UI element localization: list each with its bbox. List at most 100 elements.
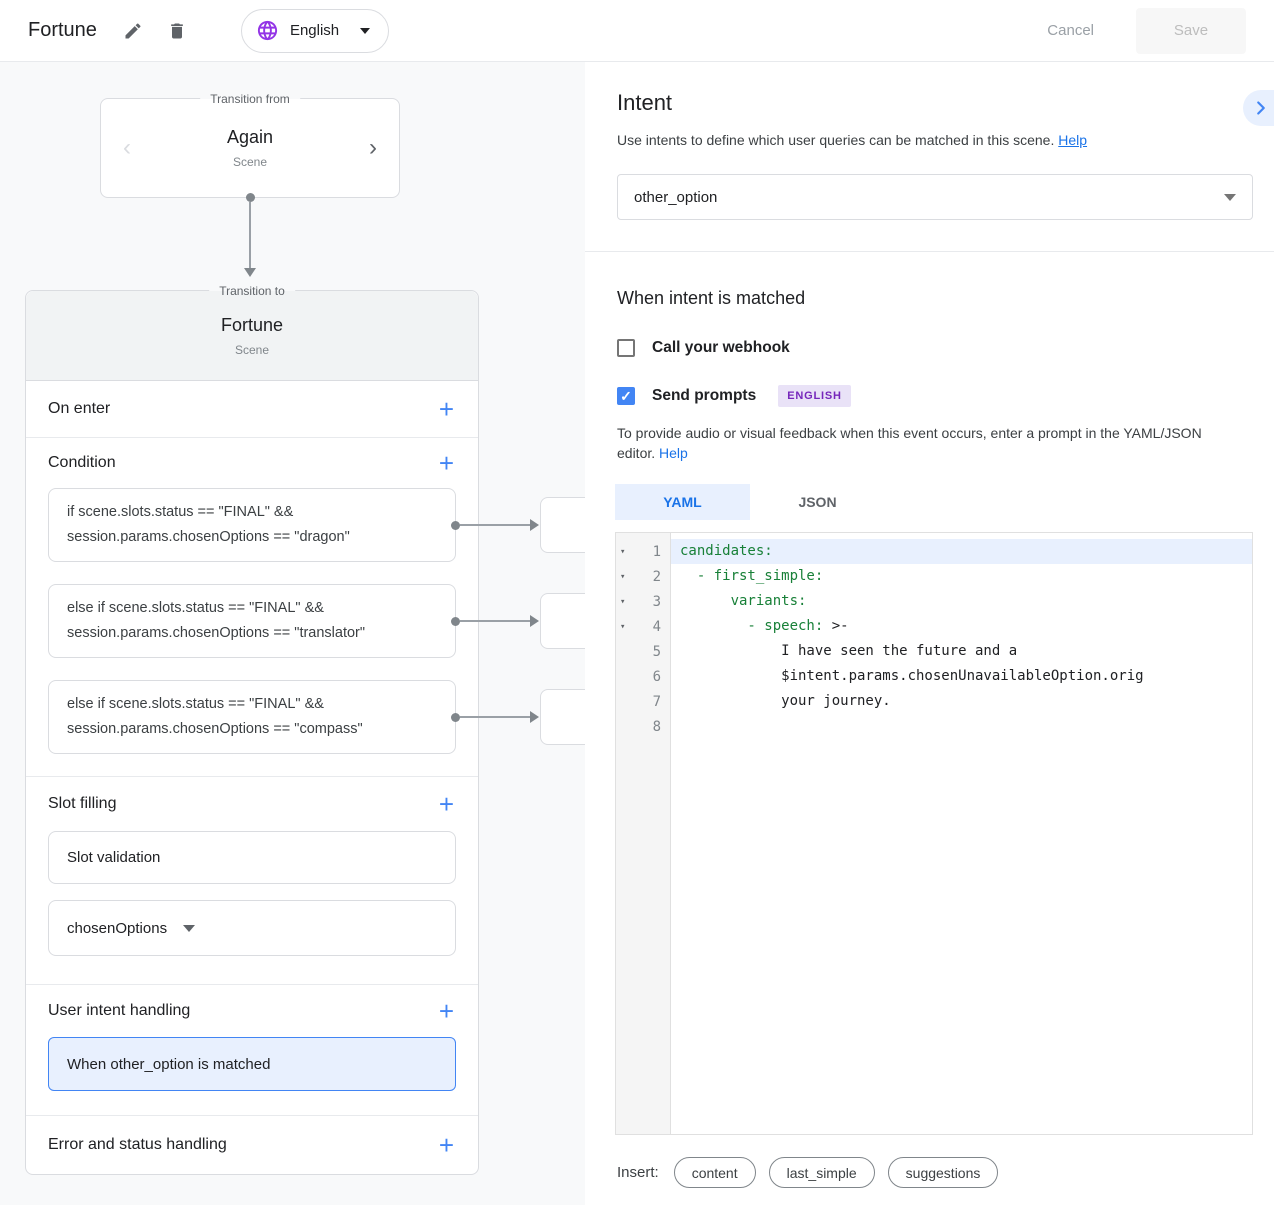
chevron-left-icon[interactable]: ‹ (115, 132, 139, 164)
gutter-line: ▾2 (616, 564, 670, 589)
intent-panel-title: Intent (617, 90, 673, 115)
gutter-line: ▾4 (616, 614, 670, 639)
condition-box[interactable]: else if scene.slots.status == "FINAL" &&… (48, 584, 456, 658)
add-on-enter-button[interactable]: + (433, 394, 460, 424)
slot-select[interactable]: chosenOptions (48, 900, 456, 956)
webhook-label[interactable]: Call your webhook (652, 339, 790, 356)
arrow-right-icon (530, 711, 539, 723)
on-enter-label: On enter (48, 400, 111, 417)
language-label: English (289, 22, 340, 39)
language-badge: ENGLISH (778, 385, 851, 407)
delete-scene-button[interactable] (161, 15, 193, 47)
transition-target-box[interactable] (540, 593, 585, 649)
intent-dropdown-value: other_option (634, 188, 718, 206)
insert-chip-button[interactable]: suggestions (887, 1157, 999, 1188)
line-number: 5 (652, 643, 661, 660)
gutter-line: 8 (616, 714, 670, 739)
edit-scene-button[interactable] (117, 15, 149, 47)
transition-to-legend: Transition to (209, 282, 295, 300)
code-token: >- (823, 618, 849, 634)
line-number: 1 (652, 543, 661, 560)
add-condition-button[interactable]: + (433, 448, 460, 478)
caret-down-icon (360, 27, 371, 34)
fold-caret-icon[interactable]: ▾ (620, 546, 626, 557)
collapse-panel-button[interactable] (1243, 90, 1274, 126)
transition-to-card: Transition to Fortune Scene On enter + C… (25, 282, 585, 1175)
gutter-line: ▾1 (616, 539, 670, 564)
send-prompts-label[interactable]: Send prompts (652, 387, 757, 404)
transition-connector (451, 519, 539, 531)
transition-target-box[interactable] (540, 689, 585, 745)
connector-line (460, 524, 530, 526)
transition-from-card: Transition from ‹ Again Scene › (100, 90, 400, 198)
tab-json[interactable]: JSON (750, 484, 885, 520)
connector-dot (451, 616, 460, 626)
prompt-hint: To provide audio or visual feedback when… (617, 423, 1242, 463)
code-line: variants: (671, 589, 1252, 614)
connector-line (249, 202, 251, 268)
condition-line: else if scene.slots.status == "FINAL" && (67, 600, 324, 616)
top-bar: Fortune English Cancel Save (0, 0, 1274, 62)
gutter-line: ▾3 (616, 589, 670, 614)
section-error-handling: Error and status handling + (26, 1115, 478, 1174)
connector-line (460, 620, 530, 622)
add-error-handler-button[interactable]: + (433, 1130, 460, 1160)
transition-from-legend: Transition from (200, 90, 300, 108)
checkmark-icon: ✓ (620, 388, 632, 404)
section-condition: Condition + if scene.slots.status == "FI… (26, 437, 585, 754)
line-number: 8 (652, 718, 661, 735)
arrow-right-icon (530, 615, 539, 627)
send-prompts-row: ✓ Send prompts ENGLISH (617, 385, 1274, 407)
intent-handler-chip[interactable]: When other_option is matched (48, 1037, 456, 1091)
condition-line: session.params.chosenOptions == "transla… (67, 625, 366, 641)
code-token: your journey. (680, 693, 891, 709)
cancel-button[interactable]: Cancel (1047, 22, 1094, 39)
when-matched-heading: When intent is matched (617, 288, 806, 308)
save-button[interactable]: Save (1136, 7, 1246, 54)
insert-chip-button[interactable]: last_simple (768, 1157, 875, 1188)
condition-line: if scene.slots.status == "FINAL" && (67, 504, 294, 520)
condition-box[interactable]: else if scene.slots.status == "FINAL" &&… (48, 680, 456, 754)
fold-caret-icon[interactable]: ▾ (620, 596, 626, 607)
line-number: 3 (652, 593, 661, 610)
code-line: - first_simple: (671, 564, 1252, 589)
transition-connector (451, 615, 539, 627)
transition-target-box[interactable] (540, 497, 585, 553)
intent-help-link[interactable]: Help (1058, 132, 1088, 148)
gutter-line: 5 (616, 639, 670, 664)
tab-yaml[interactable]: YAML (615, 484, 750, 520)
code-token: - first_simple: (680, 568, 824, 584)
editor-code-area[interactable]: candidates: - first_simple: variants: - … (671, 533, 1252, 1134)
add-slot-button[interactable]: + (433, 789, 460, 819)
caret-down-icon (183, 924, 196, 932)
intent-dropdown[interactable]: other_option (617, 174, 1253, 220)
code-line: $intent.params.chosenUnavailableOption.o… (671, 664, 1252, 689)
chevron-right-icon[interactable]: › (361, 132, 385, 164)
intent-detail-panel: Intent Use intents to define which user … (585, 62, 1274, 1205)
connector-dot (451, 520, 460, 530)
slot-validation-box[interactable]: Slot validation (48, 831, 456, 884)
section-slot-filling: Slot filling + Slot validation chosenOpt… (26, 776, 478, 956)
slot-validation-label: Slot validation (67, 849, 161, 866)
condition-line: session.params.chosenOptions == "dragon" (67, 529, 350, 545)
fold-caret-icon[interactable]: ▾ (620, 571, 626, 582)
send-prompts-checkbox[interactable]: ✓ (617, 387, 635, 405)
pencil-icon (125, 22, 141, 38)
add-intent-handler-button[interactable]: + (433, 996, 460, 1026)
scene-card-header[interactable]: Fortune Scene (26, 291, 478, 381)
language-selector[interactable]: English (240, 8, 390, 53)
insert-label: Insert: (617, 1164, 659, 1181)
error-handling-label: Error and status handling (48, 1136, 227, 1153)
prompt-help-link[interactable]: Help (659, 445, 688, 461)
code-token: variants: (680, 593, 807, 609)
condition-box[interactable]: if scene.slots.status == "FINAL" && sessi… (48, 488, 456, 562)
webhook-checkbox[interactable] (617, 339, 635, 357)
insert-chip-button[interactable]: content (673, 1157, 756, 1188)
fold-caret-icon[interactable]: ▾ (620, 621, 626, 632)
connector-dot (245, 193, 255, 202)
transition-to-title: Fortune (220, 314, 284, 335)
intent-description-text: Use intents to define which user queries… (617, 132, 1055, 148)
line-number: 7 (652, 693, 661, 710)
section-user-intent: User intent handling + When other_option… (26, 984, 478, 1091)
